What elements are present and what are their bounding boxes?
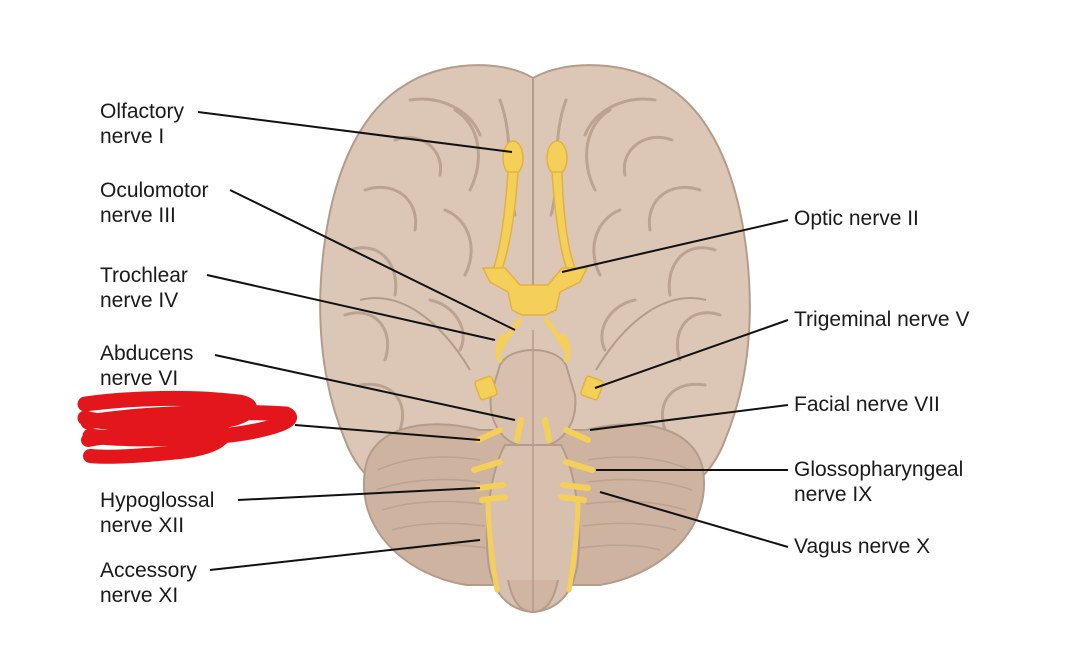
label-line: Abducens <box>100 342 194 365</box>
label-line: Facial nerve VII <box>794 393 940 416</box>
label-optic-nerve: Optic nerve II <box>794 206 919 231</box>
label-trigeminal-nerve: Trigeminal nerve V <box>794 307 969 332</box>
olfactory-nerves <box>492 140 577 273</box>
label-oculomotor-nerve: Oculomotor nerve III <box>100 178 209 228</box>
trigeminal-nerves <box>474 375 604 401</box>
label-accessory-nerve: Accessory nerve XI <box>100 558 197 608</box>
label-line: nerve XII <box>100 514 185 537</box>
label-line: Olfactory <box>100 100 185 123</box>
optic-chiasm <box>481 267 589 316</box>
label-line: nerve I <box>100 125 165 148</box>
label-facial-nerve: Facial nerve VII <box>794 392 940 417</box>
label-vagus-nerve: Vagus nerve X <box>794 534 930 559</box>
accessory-nerves <box>485 497 581 593</box>
temporal-fold-left <box>359 297 471 371</box>
label-line: nerve III <box>100 204 176 227</box>
label-line: nerve IX <box>794 483 873 506</box>
label-trochlear-nerve: Trochlear nerve IV <box>100 263 188 313</box>
label-glossopharyngeal-nerve: Glossopharyngeal nerve IX <box>794 457 963 507</box>
label-line: Glossopharyngeal <box>794 458 964 481</box>
label-abducens-nerve: Abducens nerve VI <box>100 341 193 391</box>
label-line: Trochlear <box>100 264 188 287</box>
label-line: Accessory <box>100 559 197 582</box>
label-line: nerve VI <box>100 367 179 390</box>
midbrain-nerves <box>495 317 571 363</box>
label-line: Trigeminal nerve V <box>794 308 970 331</box>
label-line: nerve XI <box>100 584 179 607</box>
label-hypoglossal-nerve: Hypoglossal nerve XII <box>100 488 214 538</box>
label-line: Optic nerve II <box>794 207 919 230</box>
label-line: Vagus nerve X <box>794 535 931 558</box>
label-line: Hypoglossal <box>100 489 215 512</box>
redaction-scribble <box>77 390 297 464</box>
leader-lines <box>197 111 789 571</box>
cerebellum-folia <box>375 456 693 551</box>
label-olfactory-nerve: Olfactory nerve I <box>100 99 184 149</box>
temporal-fold-right <box>595 297 707 371</box>
cerebral-folds <box>343 97 722 432</box>
label-line: Oculomotor <box>100 179 209 202</box>
label-line: nerve IV <box>100 289 179 312</box>
